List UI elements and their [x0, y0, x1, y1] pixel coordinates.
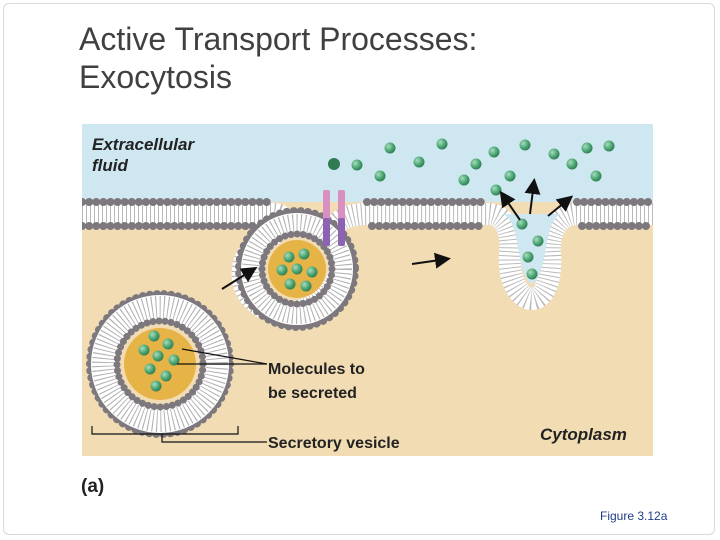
- molecules-in-fusing-vesicle: [276, 248, 318, 292]
- extracellular-label-line-2: fluid: [92, 156, 128, 175]
- molecules-label-line-1: Molecules to: [268, 361, 365, 378]
- fusion-proteins: [323, 190, 345, 246]
- leader-lines: [91, 348, 268, 443]
- process-arrows: [221, 178, 574, 290]
- molecules-in-vesicle: [138, 330, 180, 392]
- slide-frame: [3, 3, 715, 535]
- extracellular-label-line-1: Extracellular: [92, 135, 195, 154]
- fusing-vesicle-outer-leaflet: [235, 207, 359, 331]
- fusing-vesicle-inner-leaflet: [258, 230, 336, 308]
- exocytosis-diagram: Extracellular fluid Molecules to be secr…: [82, 124, 653, 456]
- title-line-1: Active Transport Processes:: [79, 21, 478, 57]
- panel-label: (a): [81, 476, 105, 497]
- cytoplasm-label: Cytoplasm: [540, 425, 627, 444]
- secretory-vesicle-label: Secretory vesicle: [268, 435, 400, 452]
- open-pit-lumen: [500, 214, 564, 284]
- extracellular-fluid-region: [82, 124, 653, 202]
- partial-molecule: [328, 158, 340, 170]
- molecules-label-line-2: be secreted: [268, 385, 357, 402]
- figure-reference: Figure 3.12a: [600, 509, 668, 523]
- slide-title: Active Transport Processes: Exocytosis: [79, 20, 679, 96]
- title-line-2: Exocytosis: [79, 59, 232, 95]
